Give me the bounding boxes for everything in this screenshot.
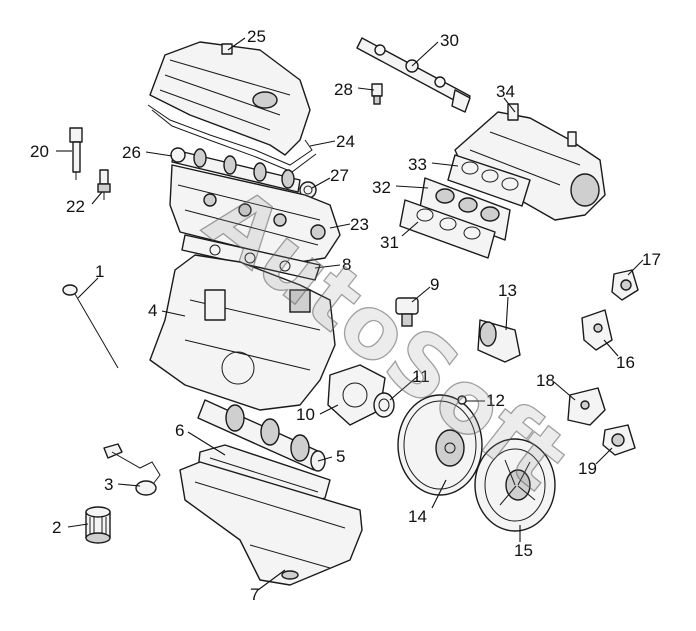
engine-block	[149, 254, 336, 411]
callout-28: 28	[334, 80, 353, 99]
oil-pan	[179, 461, 363, 586]
callout-15: 15	[514, 541, 533, 560]
engine-mount-upper	[611, 269, 639, 301]
exhaust-manifold	[419, 177, 511, 241]
callout-6: 6	[175, 421, 184, 440]
temperature-sensor	[371, 83, 383, 105]
leader-lines	[56, 37, 644, 591]
callout-2: 2	[52, 518, 61, 537]
callout-12: 12	[486, 391, 505, 410]
starter-motor	[477, 319, 521, 363]
callout-9: 9	[430, 275, 439, 294]
callout-11: 11	[412, 367, 430, 386]
callout-33: 33	[408, 155, 427, 174]
rear-engine-mount	[602, 424, 636, 456]
callout-5: 5	[336, 447, 345, 466]
exhaust-manifold-gasket	[399, 199, 496, 259]
callout-3: 3	[104, 475, 113, 494]
callout-32: 32	[372, 178, 391, 197]
callout-22: 22	[66, 197, 85, 216]
camshaft	[170, 147, 301, 193]
callout-18: 18	[536, 371, 555, 390]
callout-19: 19	[578, 459, 597, 478]
spark-plug	[97, 169, 111, 200]
callout-30: 30	[440, 31, 459, 50]
callout-31: 31	[380, 233, 399, 252]
callout-1: 1	[95, 262, 104, 281]
callout-14: 14	[408, 507, 427, 526]
oil-pickup-tube	[103, 443, 161, 496]
crankshaft-rear-seal	[373, 392, 395, 418]
clutch-pressure-plate	[474, 438, 556, 532]
callout-23: 23	[350, 215, 369, 234]
valve-cover	[149, 41, 311, 156]
callout-17: 17	[642, 250, 661, 269]
clutch-bolt	[457, 395, 467, 405]
callout-16: 16	[616, 353, 635, 372]
callout-8: 8	[342, 255, 351, 274]
callout-34: 34	[496, 82, 515, 101]
callout-27: 27	[330, 166, 349, 185]
fuel-rail	[356, 37, 471, 113]
callout-26: 26	[122, 143, 141, 162]
intake-manifold-gasket	[447, 154, 531, 207]
dipstick	[62, 284, 119, 369]
head-gasket	[181, 234, 321, 281]
callout-7: 7	[250, 585, 259, 604]
callout-4: 4	[148, 301, 157, 320]
callout-20: 20	[30, 142, 49, 161]
callout-13: 13	[498, 281, 517, 300]
callout-24: 24	[336, 132, 355, 151]
oil-filter	[85, 506, 111, 544]
cylinder-head	[169, 164, 341, 263]
callout-10: 10	[296, 405, 315, 424]
ignition-coil	[69, 127, 83, 180]
crankshaft	[197, 399, 326, 472]
callout-25: 25	[247, 27, 266, 46]
flywheel	[397, 394, 483, 496]
valve-cover-gasket	[147, 104, 317, 173]
callout-labels: 1 2 3 4 5 6 7 8 9 10 11 12 13 14 15 16 1…	[30, 27, 661, 604]
transmission-mount-bracket	[567, 387, 606, 426]
